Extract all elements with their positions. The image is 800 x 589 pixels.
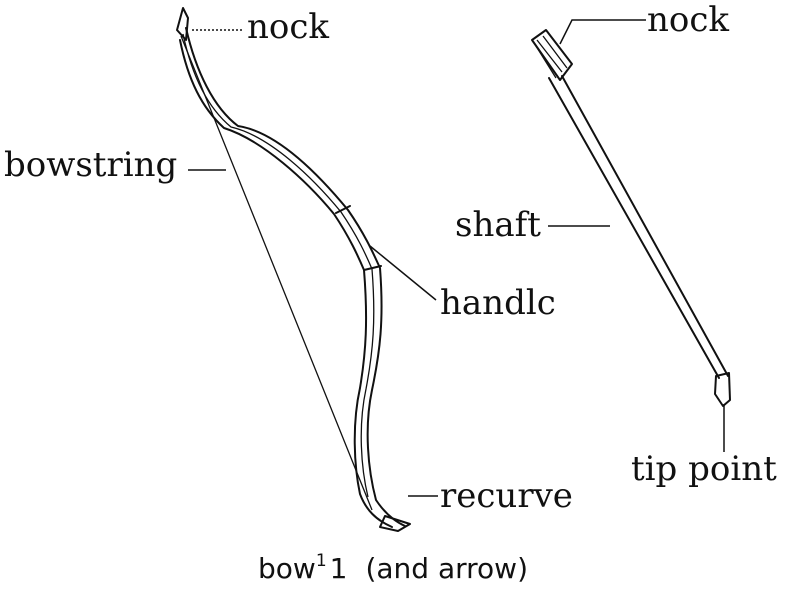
bow-limb-center	[182, 33, 375, 498]
label-tip-point: tip point	[631, 449, 777, 489]
label-bowstring: bowstring	[4, 145, 177, 185]
bow-illustration	[176, 7, 411, 532]
arrow-tip	[714, 372, 731, 407]
label-recurve: recurve	[440, 476, 573, 516]
caption-note: (and arrow)	[365, 552, 528, 585]
leader-handle	[369, 245, 437, 301]
bow-top-nock	[176, 7, 189, 41]
caption-headword: bow	[258, 552, 316, 585]
handle-wrap-top	[335, 205, 351, 214]
leader-arrow-nock	[559, 19, 646, 45]
label-shaft: shaft	[455, 205, 541, 245]
handle-wrap-bottom	[363, 265, 382, 271]
label-bow-nock: nock	[247, 7, 329, 47]
caption-sense: 1	[330, 552, 348, 585]
caption-superscript: 1	[316, 551, 327, 571]
label-arrow-nock: nock	[647, 0, 729, 40]
label-handle: handlc	[440, 283, 556, 323]
bowstring-line	[180, 35, 373, 511]
bow-bottom-tip	[379, 515, 411, 532]
leader-lines	[188, 19, 725, 497]
arrow-illustration	[531, 29, 731, 407]
bow-limb-outer	[185, 27, 406, 527]
fletching-lines	[535, 35, 568, 79]
arrow-shaft-left	[548, 77, 720, 379]
arrow-shaft-right	[561, 75, 729, 377]
arrow-fletching	[531, 29, 573, 81]
